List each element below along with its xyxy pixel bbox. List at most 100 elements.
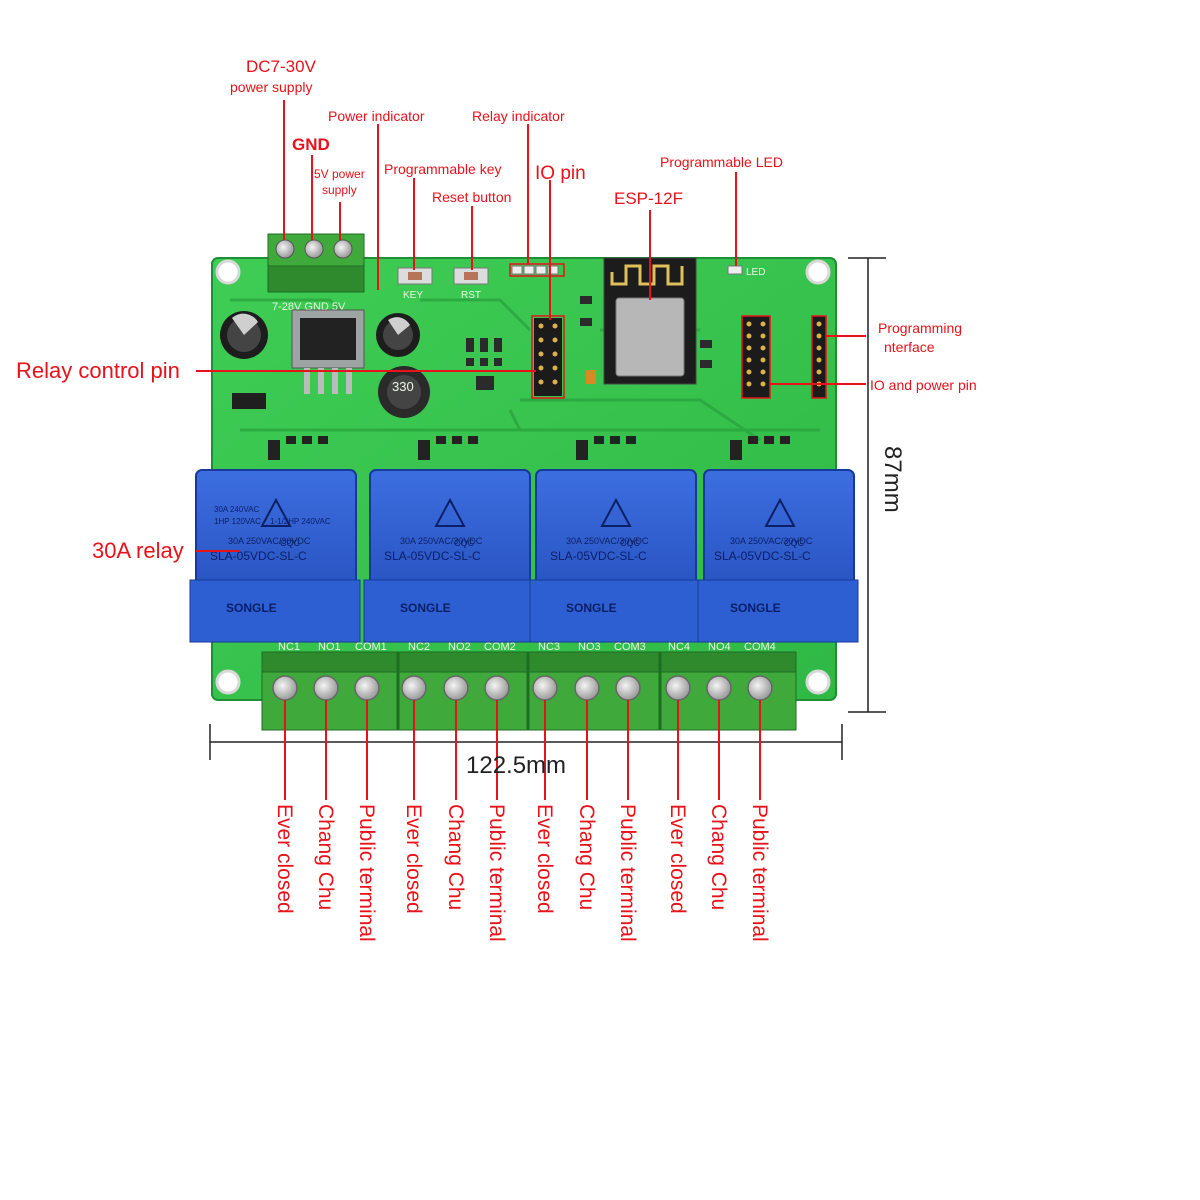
programmable-led [727,265,743,275]
relay-4-brand: SONGLE [730,601,781,615]
bottom-label-no2: Chang Chu [444,804,467,911]
relay-1 [189,469,361,643]
label-io-and-power-pin: IO and power pin [870,377,977,393]
label-io-pin: IO pin [535,163,586,184]
bottom-label-nc3: Ever closed [533,804,556,914]
reset-button [453,267,489,285]
relay-1-model: SLA-05VDC-SL-C [210,549,307,563]
label-30a-relay: 30A relay [92,538,184,563]
dimension-width-label: 122.5mm [466,752,567,779]
label-programming-interface: Programming [878,320,963,336]
label-5v-supply-2: supply [322,183,357,197]
relay-2-cert: CQC [454,538,475,548]
label-5v-supply: 5V power [314,167,365,181]
relay-rating-lines: 30A 240VAC 1HP 120VAC 1-1/2HP 240VAC [214,505,331,526]
relay-4-model: SLA-05VDC-SL-C [714,549,811,563]
output-terminal-blocks [261,651,797,731]
key-print: KEY [403,290,423,301]
svg-text:30A 240VAC: 30A 240VAC [214,505,259,514]
relay-2-rating: 30A 250VAC/30VDC [400,536,483,546]
dimension-height-label: 87mm [879,446,906,513]
inductor-print: 330 [392,379,414,394]
svg-text:COM4: COM4 [744,641,776,653]
power-terminal-block [267,233,365,293]
relay-3-rating: 30A 250VAC/30VDC [566,536,649,546]
relay-1-rating: 30A 250VAC/30VDC [228,536,311,546]
label-esp: ESP-12F [614,189,683,208]
driver-components [268,436,790,460]
svg-text:NO3: NO3 [578,641,601,653]
label-gnd: GND [292,135,330,154]
rst-print: RST [461,290,481,301]
svg-text:NC1: NC1 [278,641,300,653]
relay-3-model: SLA-05VDC-SL-C [550,549,647,563]
label-programmable-led: Programmable LED [660,154,783,170]
led-print: LED [746,267,765,278]
bottom-label-no1: Chang Chu [314,804,337,911]
svg-text:COM3: COM3 [614,641,646,653]
bottom-label-no4: Chang Chu [707,804,730,911]
label-programmable-key: Programmable key [384,161,502,177]
pcb-traces [230,298,820,442]
label-relay-control-pin: Relay control pin [16,358,180,383]
voltage-regulator [291,309,365,394]
relay-texts-4: SLA-05VDC-SL-C 30A 250VAC/30VDC CQC SONG… [714,536,813,615]
svg-text:COM1: COM1 [355,641,387,653]
bottom-label-nc1: Ever closed [273,804,296,914]
mounting-holes [215,259,831,695]
relay-3-cert: CQC [620,538,641,548]
inductor [378,366,430,418]
relay-1-brand: SONGLE [226,601,277,615]
key-button [397,267,433,285]
svg-text:COM2: COM2 [484,641,516,653]
relay-1-cert: CQC [280,538,301,548]
relay-3-brand: SONGLE [566,601,617,615]
svg-text:NC4: NC4 [668,641,690,653]
bottom-label-com2: Public terminal [485,804,508,942]
label-reset-button: Reset button [432,189,512,205]
label-programming-interface-2: nterface [884,339,935,355]
relay-indicator-box [509,263,565,277]
bottom-label-nc2: Ever closed [402,804,425,914]
dimension-width [209,724,843,760]
relay-4-cert: CQC [784,538,805,548]
label-power-supply-2: power supply [230,79,313,95]
io-power-header [741,315,771,399]
bottom-label-com4: Public terminal [748,804,771,942]
label-power-indicator: Power indicator [328,108,425,124]
relay-2-model: SLA-05VDC-SL-C [384,549,481,563]
capacitor-left [220,311,268,359]
dimension-height [848,257,886,713]
svg-text:1-1/2HP 240VAC: 1-1/2HP 240VAC [270,517,331,526]
bottom-label-com1: Public terminal [355,804,378,942]
relay-4-rating: 30A 250VAC/30VDC [730,536,813,546]
bottom-label-no3: Chang Chu [575,804,598,911]
diode [232,393,266,409]
io-pin-header [534,318,562,396]
annotation-leaders [196,100,866,800]
terminal-prints: NC1 NO1 COM1 NC2 NO2 COM2 NC3 NO3 COM3 N… [278,641,776,653]
svg-text:NO2: NO2 [448,641,471,653]
programming-header [811,315,827,399]
svg-text:NO1: NO1 [318,641,341,653]
relay-4 [697,469,859,643]
svg-text:NC2: NC2 [408,641,430,653]
label-power-supply: DC7-30V [246,57,316,76]
relay-indicator-leds [511,265,559,275]
bottom-label-com3: Public terminal [616,804,639,942]
bottom-label-nc4: Ever closed [666,804,689,914]
label-relay-indicator: Relay indicator [472,108,565,124]
svg-text:1HP 120VAC: 1HP 120VAC [214,517,261,526]
svg-text:NO4: NO4 [708,641,731,653]
capacitor-right [376,313,420,357]
svg-text:NC3: NC3 [538,641,560,653]
relay-texts-3: SLA-05VDC-SL-C 30A 250VAC/30VDC CQC SONG… [550,536,649,615]
relay-3 [529,469,701,643]
relay-2 [363,469,535,643]
io-pin-highlight [531,315,565,399]
relay-texts-1: SLA-05VDC-SL-C 30A 250VAC/30VDC CQC SONG… [210,536,311,615]
relay-texts-2: SLA-05VDC-SL-C 30A 250VAC/30VDC CQC SONG… [384,536,483,615]
relay-2-brand: SONGLE [400,601,451,615]
